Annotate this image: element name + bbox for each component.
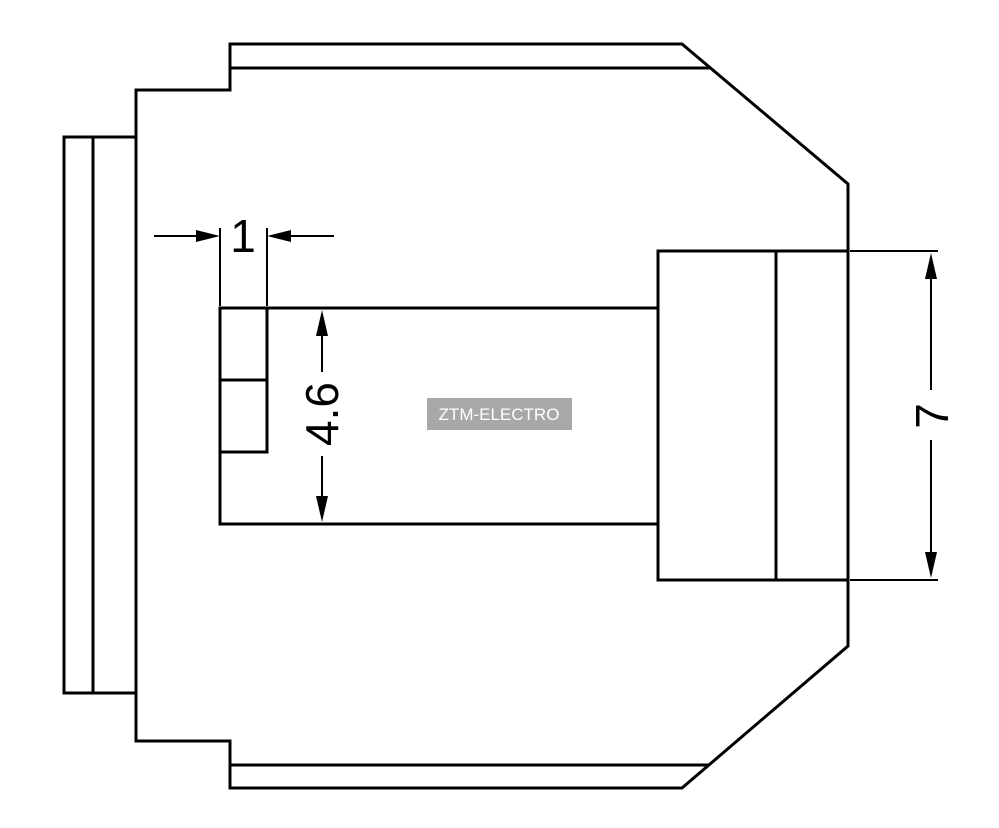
dim-right-arrow-top: [925, 253, 937, 279]
body-outline: [134, 42, 850, 790]
dim-inner-label: 4.6: [296, 382, 348, 446]
dimension-right-height: 7: [850, 250, 958, 581]
watermark-background: [427, 398, 572, 430]
dim-width-arrow-right: [267, 230, 291, 242]
left-flange: [62, 135, 138, 695]
dim-width-arrow-left: [196, 230, 220, 242]
watermark: ZTM-ELECTRO: [427, 398, 572, 430]
dimension-inner-height: 4.6: [296, 310, 348, 522]
dim-right-arrow-bottom: [925, 552, 937, 578]
latch: [218, 306, 269, 454]
dim-inner-arrow-top: [316, 310, 328, 336]
inner-opening: [218, 306, 660, 526]
dimension-width: 1: [154, 210, 334, 306]
watermark-text: ZTM-ELECTRO: [439, 405, 560, 424]
right-block: [656, 249, 850, 582]
dim-width-label: 1: [230, 210, 256, 262]
dim-inner-arrow-bottom: [316, 496, 328, 522]
dim-right-label: 7: [906, 403, 958, 429]
